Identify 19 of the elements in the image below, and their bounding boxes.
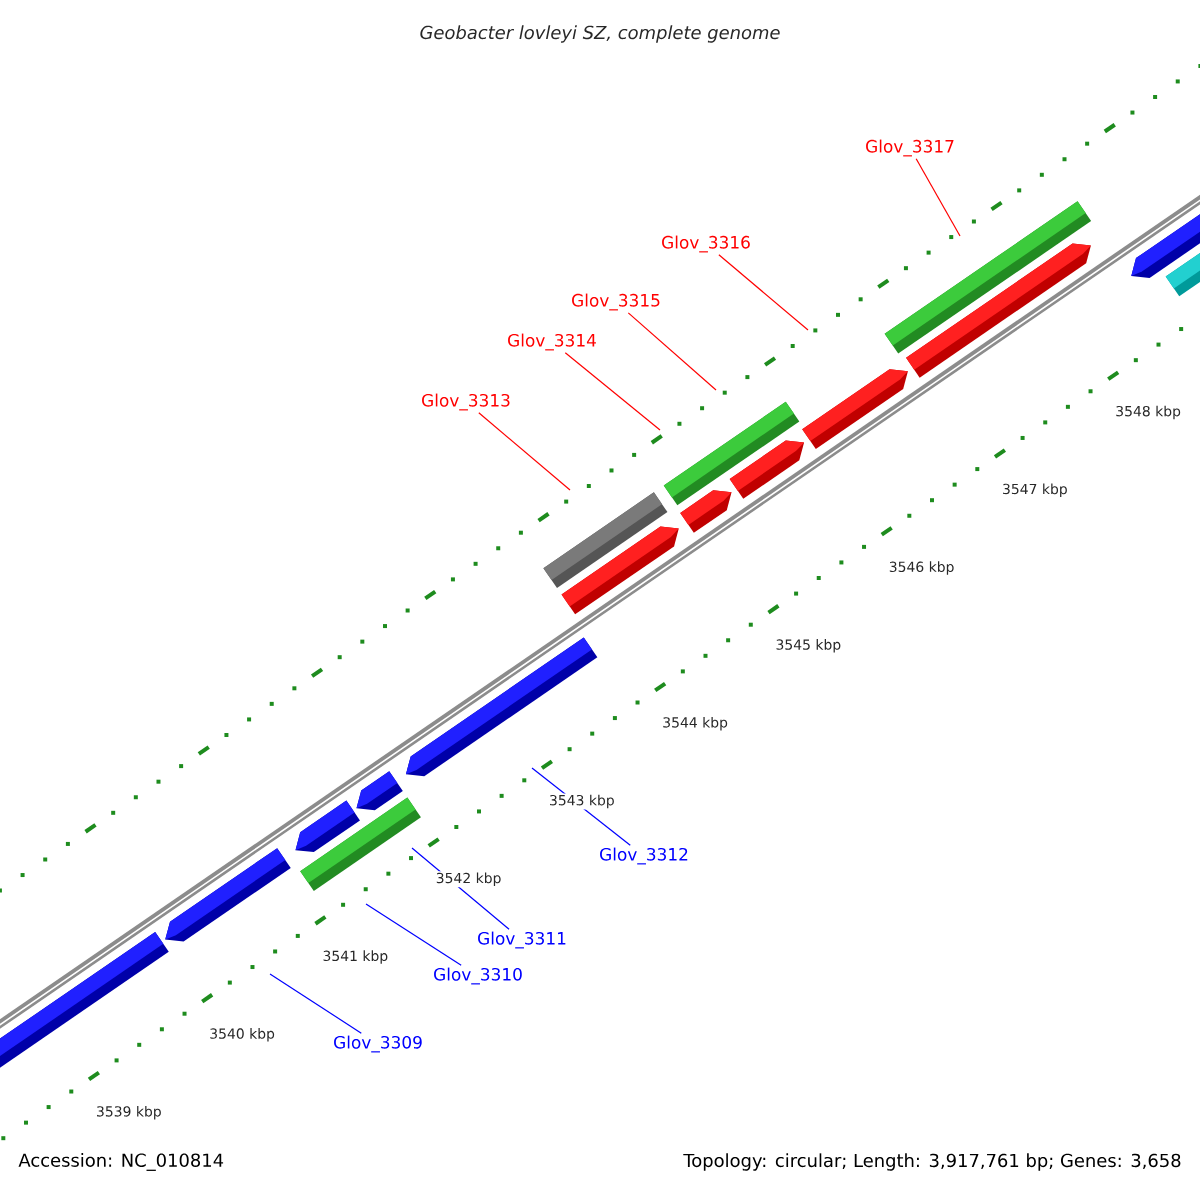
leader-line [627, 312, 717, 391]
gene-label: Glov_3317 [866, 139, 954, 157]
title: Geobacter lovleyi SZ, complete genome [420, 25, 780, 43]
gene-label: Glov_3310 [434, 967, 522, 985]
gene-label: Glov_3316 [662, 235, 750, 253]
leader-line [269, 973, 362, 1034]
gene-label: Glov_3309 [334, 1035, 422, 1053]
gene-label: Glov_3314 [508, 333, 596, 351]
gene-label: Glov_3312 [600, 847, 688, 865]
genome-info-text: Topology: circular; Length: 3,917,761 bp; Genes: 3,658 [683, 1153, 1181, 1171]
gene-label: Glov_3313 [422, 393, 510, 411]
leader-line [365, 903, 462, 966]
leader-line [915, 158, 961, 237]
gene-label: Glov_3315 [572, 293, 660, 311]
leader-line [718, 254, 809, 331]
gene-label: Glov_3311 [478, 931, 566, 949]
leader-line [478, 412, 571, 491]
leader-line [564, 352, 661, 431]
accession-text: Accession: NC_010814 [18, 1153, 224, 1171]
